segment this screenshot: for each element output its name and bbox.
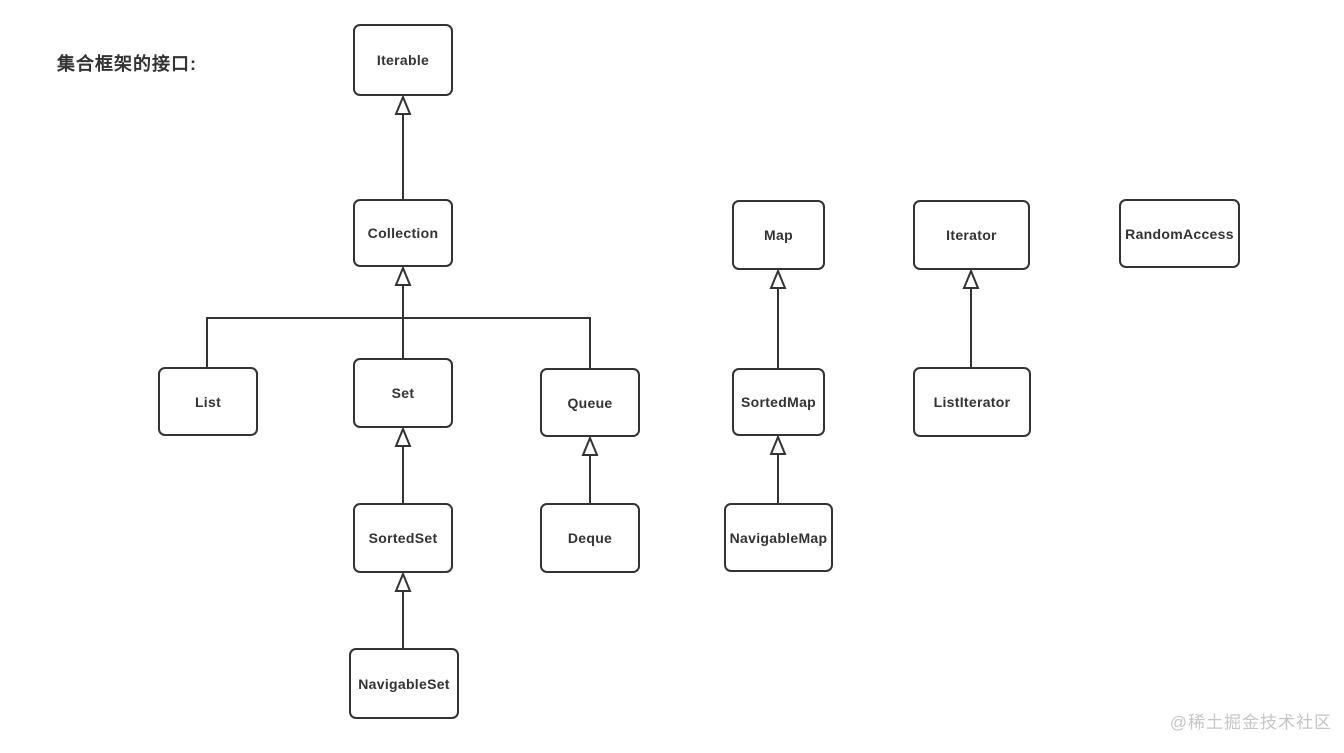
node-listiterator: ListIterator: [913, 367, 1031, 437]
edge-branch-to-collection: [206, 265, 591, 368]
node-sortedmap: SortedMap: [732, 368, 825, 436]
node-navigablemap: NavigableMap: [724, 503, 833, 572]
edge-navigableset-sortedset: [394, 571, 412, 648]
watermark: @稀土掘金技术社区: [1169, 713, 1332, 732]
node-iterator: Iterator: [913, 200, 1030, 270]
node-collection: Collection: [353, 199, 453, 267]
node-navigableset: NavigableSet: [349, 648, 459, 719]
node-list: List: [158, 367, 258, 436]
node-randomaccess: RandomAccess: [1119, 199, 1240, 268]
node-sortedset: SortedSet: [353, 503, 453, 573]
node-iterable: Iterable: [353, 24, 453, 96]
node-map: Map: [732, 200, 825, 270]
edge-sortedmap-map: [769, 268, 787, 368]
node-set: Set: [353, 358, 453, 428]
node-queue: Queue: [540, 368, 640, 437]
edge-collection-iterable: [394, 94, 412, 199]
edge-sortedset-set: [394, 426, 412, 503]
edge-deque-queue: [581, 435, 599, 503]
edge-navigablemap-sortedmap: [769, 434, 787, 503]
diagram-title: 集合框架的接口:: [57, 54, 197, 74]
node-deque: Deque: [540, 503, 640, 573]
edge-listiterator-iterator: [962, 268, 980, 367]
